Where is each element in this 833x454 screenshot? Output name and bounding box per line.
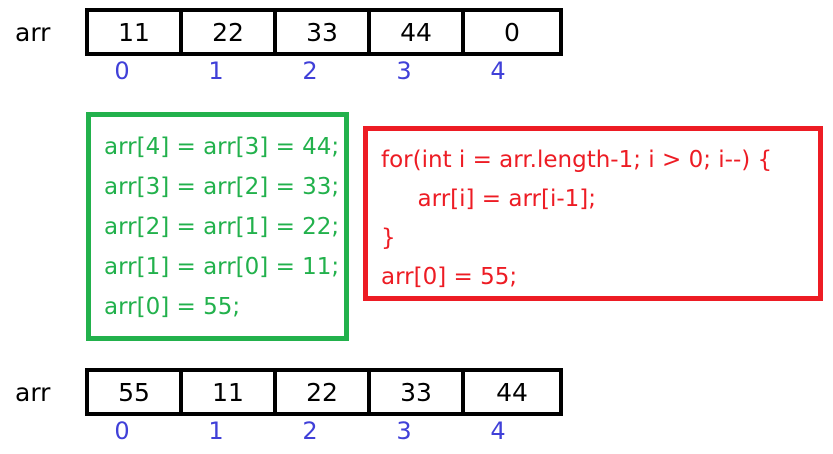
code-line: arr[0] = 55; xyxy=(381,264,518,290)
array-index-label: 0 xyxy=(114,57,130,85)
array-cell: 11 xyxy=(89,12,183,52)
code-line: arr[0] = 55; xyxy=(104,294,241,320)
array-index-label: 3 xyxy=(396,57,412,85)
array-cells: 11 22 33 44 0 xyxy=(85,8,563,56)
code-line: for(int i = arr.length-1; i > 0; i--) { xyxy=(381,147,773,173)
array-row: arr 55 11 22 33 44 xyxy=(0,368,580,416)
green-code-box: arr[4] = arr[3] = 44; arr[3] = arr[2] = … xyxy=(86,112,349,341)
array-index-label: 2 xyxy=(302,57,318,85)
array-cell: 44 xyxy=(465,372,559,412)
array-cell: 33 xyxy=(371,372,465,412)
code-line: arr[i] = arr[i-1]; xyxy=(381,186,597,212)
array-row: arr 11 22 33 44 0 xyxy=(0,8,580,56)
array-index-row: 0 1 2 3 4 xyxy=(0,57,580,85)
code-line: arr[2] = arr[1] = 22; xyxy=(104,214,340,240)
array-name-label: arr xyxy=(15,17,51,47)
array-cells: 55 11 22 33 44 xyxy=(85,368,563,416)
array-cell: 11 xyxy=(183,372,277,412)
array-index-label: 1 xyxy=(208,57,224,85)
array-cell: 22 xyxy=(183,12,277,52)
array-index-label: 4 xyxy=(490,417,506,445)
code-line: } xyxy=(381,225,396,251)
array-index-label: 3 xyxy=(396,417,412,445)
code-line: arr[3] = arr[2] = 33; xyxy=(104,174,340,200)
array-diagram-before: arr 11 22 33 44 0 0 1 2 3 4 xyxy=(0,8,580,84)
array-index-label: 4 xyxy=(490,57,506,85)
code-line: arr[4] = arr[3] = 44; xyxy=(104,134,340,160)
array-cell: 55 xyxy=(89,372,183,412)
array-index-label: 0 xyxy=(114,417,130,445)
array-index-label: 1 xyxy=(208,417,224,445)
array-cell: 22 xyxy=(277,372,371,412)
array-cell: 44 xyxy=(371,12,465,52)
code-line: arr[1] = arr[0] = 11; xyxy=(104,254,340,280)
array-index-label: 2 xyxy=(302,417,318,445)
array-name-label: arr xyxy=(15,377,51,407)
array-cell: 33 xyxy=(277,12,371,52)
array-index-row: 0 1 2 3 4 xyxy=(0,417,580,445)
array-cell: 0 xyxy=(465,12,559,52)
red-code-box: for(int i = arr.length-1; i > 0; i--) { … xyxy=(363,126,823,301)
array-diagram-after: arr 55 11 22 33 44 0 1 2 3 4 xyxy=(0,368,580,444)
